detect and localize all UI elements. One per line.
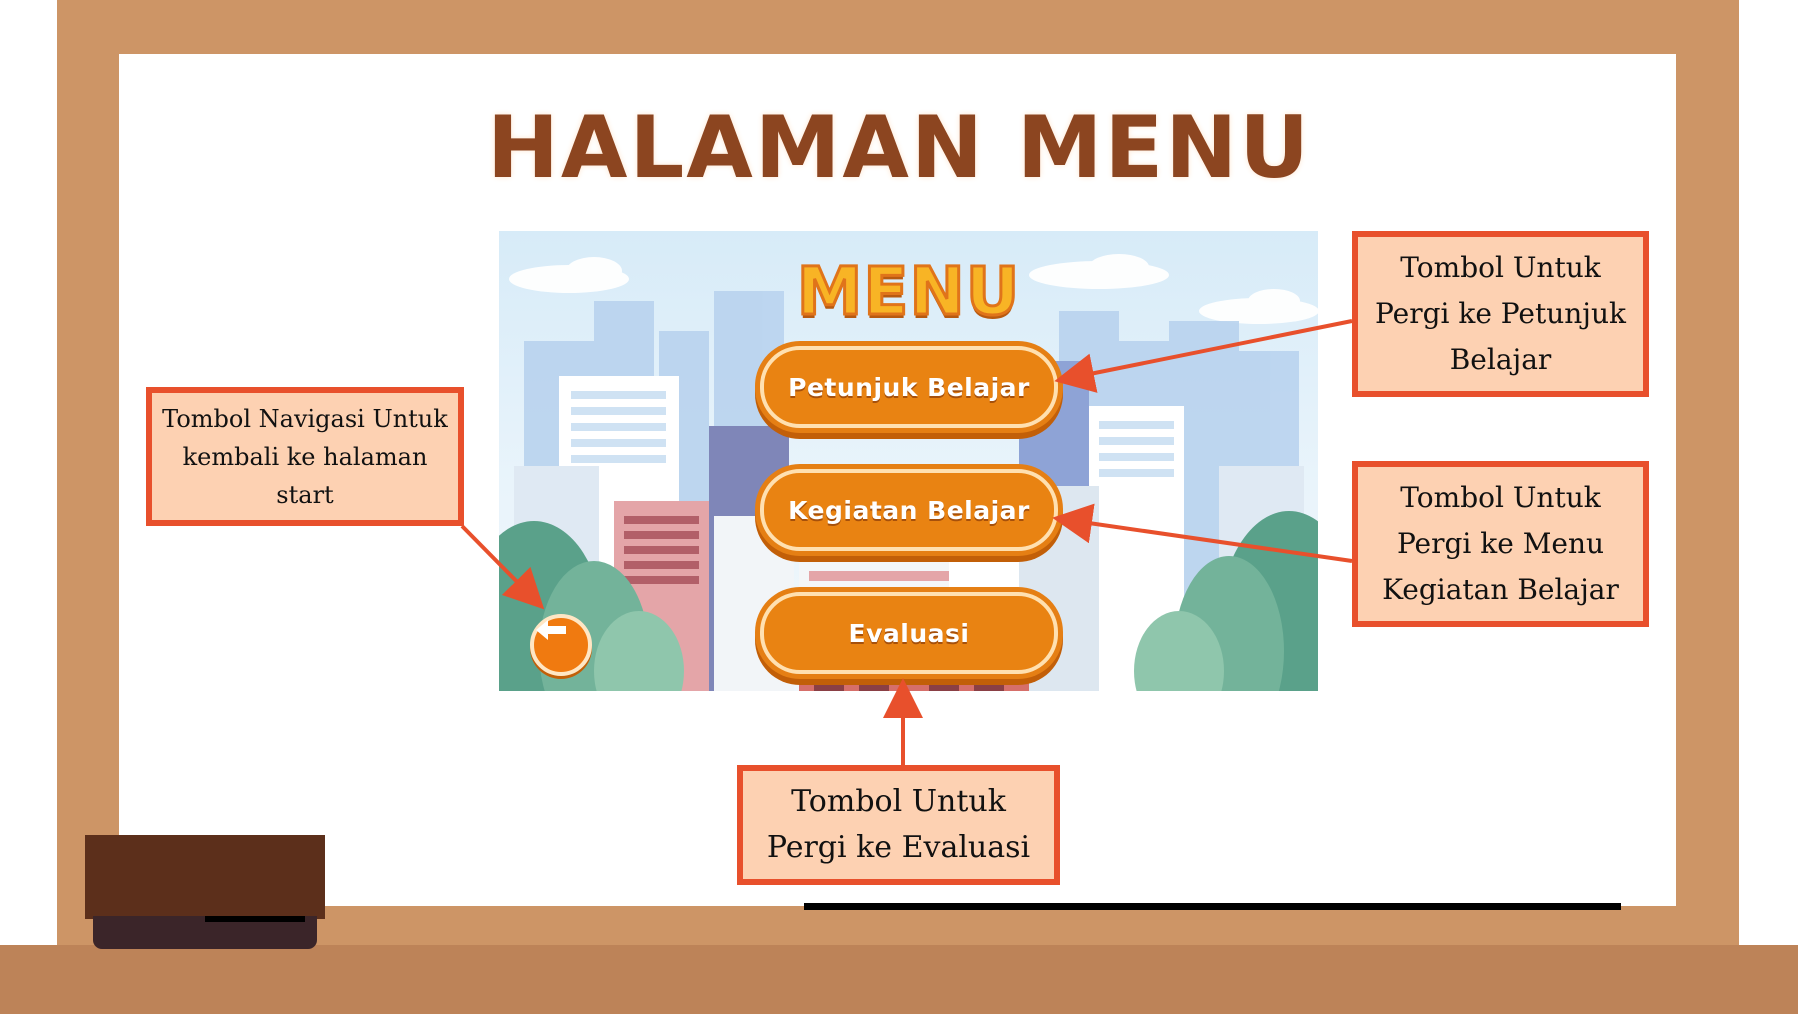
callout-petunjuk-text: Tombol Untuk Pergi ke Petunjuk Belajar — [1375, 251, 1626, 376]
marker — [804, 903, 1621, 910]
eraser — [85, 835, 325, 919]
back-button[interactable] — [530, 614, 592, 676]
petunjuk-belajar-button[interactable]: Petunjuk Belajar — [760, 346, 1058, 428]
menu-screenshot: MENU Petunjuk Belajar Kegiatan Belajar E… — [499, 231, 1318, 691]
board-tray — [0, 945, 1798, 1014]
callout-evaluasi: Tombol Untuk Pergi ke Evaluasi — [737, 765, 1060, 885]
arrow-left-icon — [536, 620, 566, 640]
kegiatan-belajar-button[interactable]: Kegiatan Belajar — [760, 469, 1058, 551]
page-title: HALAMAN MENU — [486, 98, 1312, 198]
callout-evaluasi-text: Tombol Untuk Pergi ke Evaluasi — [766, 784, 1031, 865]
callout-kegiatan-text: Tombol Untuk Pergi ke Menu Kegiatan Bela… — [1382, 481, 1619, 606]
menu-title: MENU — [795, 252, 1021, 332]
callout-petunjuk: Tombol Untuk Pergi ke Petunjuk Belajar — [1352, 231, 1649, 397]
callout-back: Tombol Navigasi Untuk kembali ke halaman… — [146, 387, 464, 526]
eraser-strip — [205, 916, 305, 922]
callout-back-text: Tombol Navigasi Untuk kembali ke halaman… — [162, 404, 448, 509]
evaluasi-button[interactable]: Evaluasi — [760, 592, 1058, 674]
callout-kegiatan: Tombol Untuk Pergi ke Menu Kegiatan Bela… — [1352, 461, 1649, 627]
